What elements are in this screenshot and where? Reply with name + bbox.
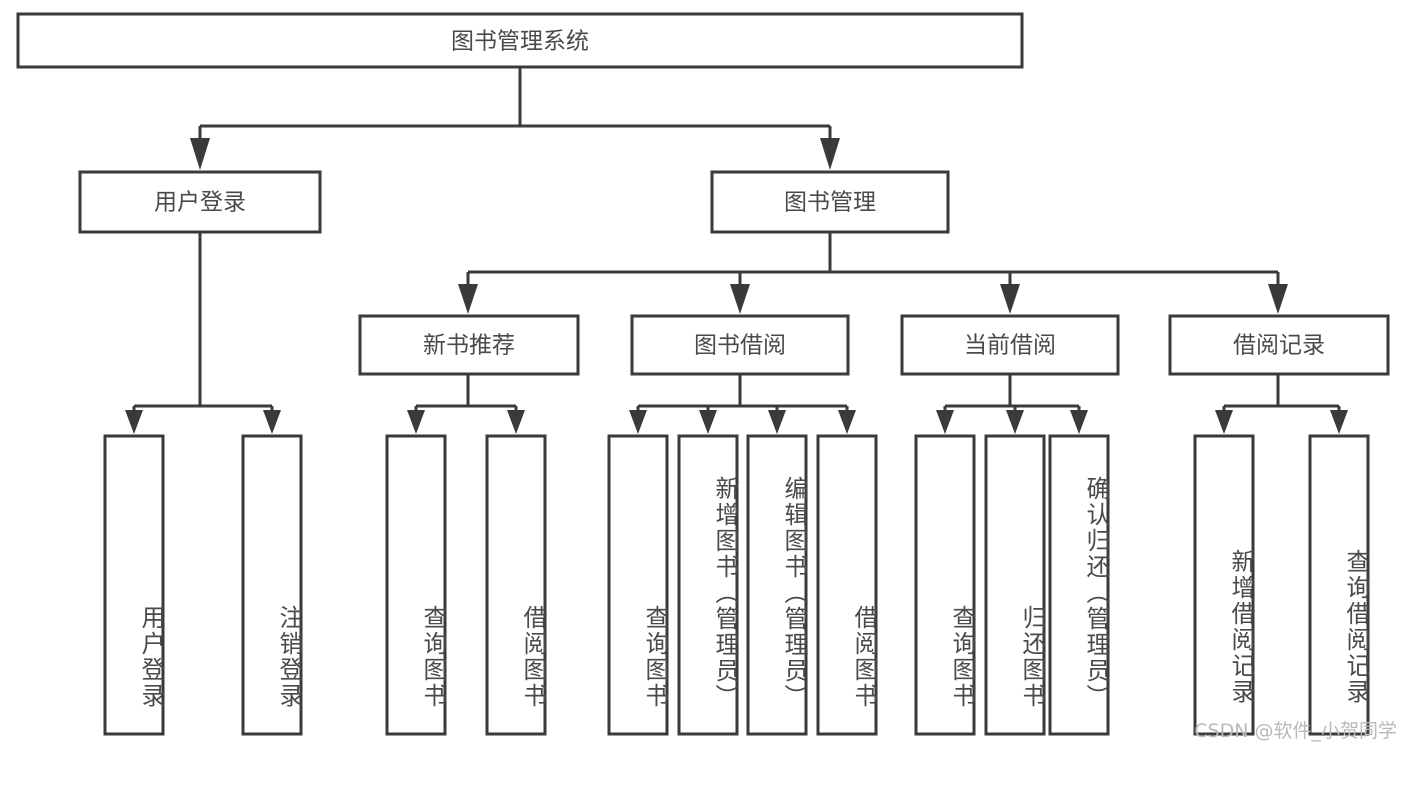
- arrowhead-to-book-borrow: [730, 284, 750, 314]
- node-book-management[interactable]: 图书管理: [710, 170, 950, 234]
- arrowhead-leaf-borrow-book-a: [507, 410, 525, 434]
- node-book-borrow-label: 图书借阅: [694, 333, 786, 359]
- leaf-box-query-book-c[interactable]: [914, 434, 976, 736]
- node-book-borrow-box[interactable]: [630, 314, 850, 376]
- node-root-label: 图书管理系统: [451, 29, 589, 55]
- node-current-borrow-label: 当前借阅: [964, 333, 1056, 359]
- leaf-box-borrow-book-a[interactable]: [485, 434, 547, 736]
- node-book-borrow[interactable]: 图书借阅: [630, 314, 850, 376]
- node-root-box[interactable]: [16, 12, 1024, 69]
- leaf-box-query-book-b[interactable]: [607, 434, 669, 736]
- arrowhead-to-user-login: [190, 138, 210, 170]
- node-new-book-recommend-label: 新书推荐: [423, 333, 515, 359]
- node-user-login-label: 用户登录: [154, 190, 246, 216]
- leaf-box-return-book[interactable]: [984, 434, 1046, 736]
- node-borrow-record-label: 借阅记录: [1233, 333, 1325, 359]
- arrowhead-to-new-book-rec: [458, 284, 478, 314]
- arrowhead-leaf-query-record: [1330, 410, 1348, 434]
- node-book-management-box[interactable]: [710, 170, 950, 234]
- watermark-text: CSDN @软件_小贺同学: [1194, 720, 1397, 742]
- arrowhead-leaf-add-record: [1215, 410, 1233, 434]
- connector-group-root-to-level2: [190, 67, 840, 170]
- node-user-login[interactable]: 用户登录: [78, 170, 322, 234]
- leaf-box-group: [103, 434, 1370, 736]
- arrowhead-leaf-add-book: [699, 410, 717, 434]
- node-new-book-recommend[interactable]: 新书推荐: [358, 314, 580, 376]
- diagram-canvas: 图书管理系统 用户登录 图书管理 新书推荐 图书借阅 当前借阅 借阅记录: [16, 12, 1397, 742]
- node-book-management-label: 图书管理: [784, 190, 876, 216]
- connector-group-borrowrecord-to-leaves: [1215, 374, 1348, 434]
- tree-diagram-svg: 图书管理系统 用户登录 图书管理 新书推荐 图书借阅 当前借阅 借阅记录: [16, 12, 1390, 736]
- node-new-book-recommend-box[interactable]: [358, 314, 580, 376]
- arrowhead-to-book-mgmt: [820, 138, 840, 170]
- leaf-box-edit-book[interactable]: [746, 434, 808, 736]
- arrowhead-to-current-borrow: [1000, 284, 1020, 314]
- leaf-box-query-book-a[interactable]: [385, 434, 447, 736]
- node-user-login-box[interactable]: [78, 170, 322, 234]
- arrowhead-leaf-return-book: [1006, 410, 1024, 434]
- leaf-box-borrow-book-b[interactable]: [816, 434, 878, 736]
- connector-group-userlogin-to-leaves: [125, 232, 281, 434]
- node-current-borrow-box[interactable]: [900, 314, 1120, 376]
- leaf-box-add-book[interactable]: [677, 434, 739, 736]
- node-root[interactable]: 图书管理系统: [16, 12, 1024, 69]
- leaf-box-user-login[interactable]: [103, 434, 165, 736]
- arrowhead-to-borrow-record: [1268, 284, 1288, 314]
- arrowhead-leaf-query-book-c: [936, 410, 954, 434]
- leaf-box-logout[interactable]: [241, 434, 303, 736]
- node-borrow-record[interactable]: 借阅记录: [1168, 314, 1390, 376]
- node-borrow-record-box[interactable]: [1168, 314, 1390, 376]
- arrowhead-leaf-query-book-a: [407, 410, 425, 434]
- leaf-box-confirm-return[interactable]: [1048, 434, 1110, 736]
- leaf-box-query-record[interactable]: [1308, 434, 1370, 736]
- arrowhead-leaf-edit-book: [768, 410, 786, 434]
- connector-group-currentborrow-to-leaves: [936, 374, 1088, 434]
- connector-group-newbook-to-leaves: [407, 374, 525, 434]
- connector-group-bookborrow-to-leaves: [629, 374, 856, 434]
- connector-group-bookmgmt-to-level3: [458, 232, 1288, 314]
- node-current-borrow[interactable]: 当前借阅: [900, 314, 1120, 376]
- arrowhead-leaf-user-login: [125, 410, 143, 434]
- arrowhead-leaf-logout: [263, 410, 281, 434]
- arrowhead-leaf-confirm-return: [1070, 410, 1088, 434]
- arrowhead-leaf-borrow-book-b: [838, 410, 856, 434]
- leaf-box-add-record[interactable]: [1193, 434, 1255, 736]
- arrowhead-leaf-query-book-b: [629, 410, 647, 434]
